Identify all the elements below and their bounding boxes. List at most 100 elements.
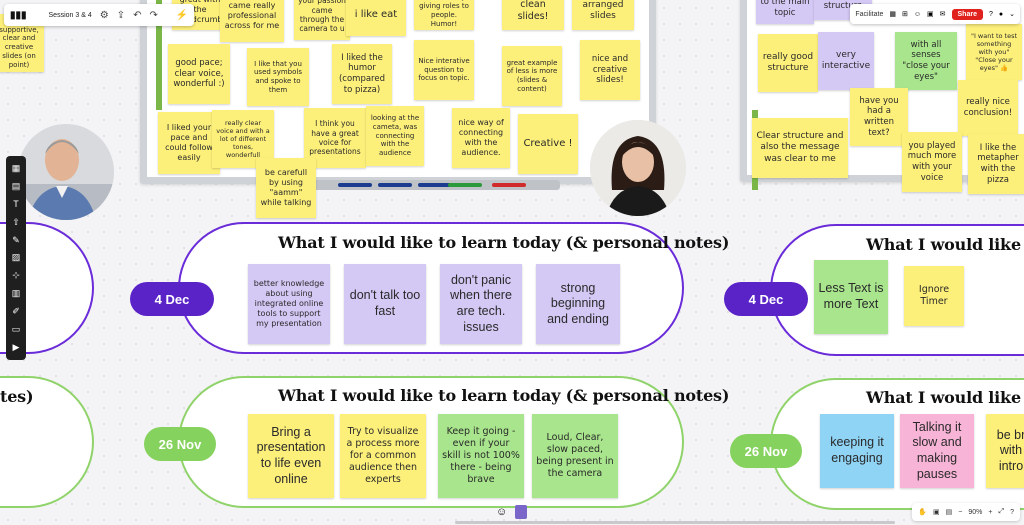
sticky-note[interactable]: to the main topic [756,0,814,24]
left-toolbar: ▦ ▤ T ⇧ ✎ ▨ ⊹ ▥ ✐ ▭ ▶ [6,156,26,360]
sticky-note[interactable]: Try to visualize a process more for a co… [340,414,426,498]
marker [338,183,372,187]
video-icon[interactable]: ▣ [927,11,934,18]
sticky-note[interactable]: very interactive [818,32,874,90]
sticky-note[interactable]: Keep it going - even if your skill is no… [438,414,524,498]
bottom-center-controls: ☺ [496,505,528,519]
date-badge-4-dec-right: 4 Dec [724,282,808,316]
sticky-note[interactable]: looking at the cameta, was connecting wi… [366,106,424,166]
bottom-right-controls: ✋ ▣ ▤ − 90% + ⤢ ? [912,503,1020,521]
sticky-note[interactable]: "I want to test something with you" "Clo… [966,24,1022,80]
sticky-note[interactable]: your passion came through the camera to … [294,0,350,40]
sticky-note[interactable]: with all senses "close your eyes" [895,32,957,90]
row-26-nov-right [770,378,1024,510]
table-icon[interactable]: ▥ [11,288,21,299]
timer-icon[interactable]: ▦ [889,11,896,18]
lightning-icon[interactable]: ⚡ [175,9,189,21]
zoom-level[interactable]: 90% [968,508,983,516]
sticky-note[interactable]: I like that you used symbols and spoke t… [247,48,309,106]
date-badge-26-nov: 26 Nov [144,427,216,461]
help-icon[interactable]: ? [988,10,993,18]
sticky-note[interactable]: Less Text is more Text [814,260,888,334]
row-title-26-nov: What I would like to learn today (& pers… [278,386,730,405]
sticky-note[interactable]: keeping it engaging [820,414,894,488]
marker [492,183,526,187]
hand-icon[interactable]: ✋ [918,509,928,516]
templates-icon[interactable]: ▦ [11,163,21,174]
sticky-note[interactable]: Ignore Timer [904,266,964,326]
apps-icon[interactable]: ⊞ [901,11,908,18]
board-view-icon[interactable]: ▣ [933,509,940,516]
sticky-note[interactable]: really nice conclusion! [958,80,1018,136]
avatar-woman-image [590,120,686,216]
minimap-icon[interactable]: ▤ [945,509,953,516]
row-4-dec-right [770,224,1024,356]
fit-screen-icon[interactable]: ⤢ [998,508,1005,515]
image-icon[interactable]: ▨ [11,252,21,263]
sticky-note[interactable]: Talking it slow and making pauses [900,414,974,488]
zoom-in-button[interactable]: + [988,508,993,516]
sticky-note[interactable]: great example of less is more (slides & … [502,46,562,106]
sticky-note-tool-icon[interactable]: ▤ [11,181,21,192]
comment-icon[interactable]: ✉ [939,11,946,18]
help-icon[interactable]: ? [1010,508,1014,516]
sticky-note[interactable]: have you had a written text? [850,88,908,146]
date-badge-26-nov-right: 26 Nov [730,434,802,468]
sticky-note[interactable]: nice way of connecting with the audience… [452,108,510,168]
chevron-down-icon[interactable]: ⌄ [1009,11,1015,18]
sticky-note[interactable]: Clear structure and also the message was… [752,118,848,178]
facilitate-button[interactable]: Facilitate [855,10,884,18]
export-icon[interactable]: ⇪ [116,9,126,21]
share-button[interactable]: Share [951,8,983,20]
marker [378,183,412,187]
avatar-man-image [18,124,114,220]
marker-icon[interactable]: ✐ [12,305,20,316]
sticky-note[interactable]: Nice interative question to focus on top… [414,40,474,100]
sticky-note[interactable]: better knowledge about using integrated … [248,264,330,344]
pen-icon[interactable]: ✎ [12,234,20,245]
undo-icon[interactable]: ↶ [133,9,142,21]
miro-logo-icon[interactable]: ▮▮▮ [10,9,27,21]
sticky-note[interactable]: be br with intro [986,414,1024,488]
sticky-note[interactable]: clean slides! [502,0,564,30]
sticky-note[interactable]: I like the metapher with the pizza [968,134,1024,194]
sticky-note[interactable]: i like eat [346,0,406,36]
sticky-note[interactable]: Creative ! [518,114,578,174]
sticky-note[interactable]: be carefull by using "aamm" while talkin… [256,158,316,218]
sticky-note[interactable]: strong beginning and ending [536,264,620,344]
sticky-note[interactable]: don't panic when there are tech. issues [440,264,522,344]
sticky-note[interactable]: really good structure [758,34,818,92]
sticky-note[interactable]: I liked the humor (compared to pizza) [332,44,392,104]
sticky-note[interactable]: I think you have a great voice for prese… [304,108,366,168]
settings-icon[interactable]: ⚙ [99,9,109,21]
redo-icon[interactable]: ↷ [149,9,158,21]
emoji-icon[interactable]: ☺ [496,506,508,518]
sticky-note[interactable]: came really professional across for me [220,0,284,42]
text-tool-icon[interactable]: T [13,199,19,210]
mindmap-icon[interactable]: ⊹ [12,270,20,281]
sticky-note[interactable]: you played much more with your voice [902,132,962,192]
top-right-toolbar: Facilitate ▦ ⊞ ☺ ▣ ✉ Share ? ● ⌄ [850,4,1020,24]
upload-icon[interactable]: ⇧ [12,216,20,227]
sticky-note[interactable]: Loud, Clear, slow paced, being present i… [532,414,618,498]
horizontal-scrollbar[interactable] [455,521,895,524]
sticky-note[interactable]: nice and creative slides! [580,40,640,100]
sticky-note[interactable]: arranged slides [572,0,634,30]
marker [448,183,482,187]
video-embed-icon[interactable]: ▶ [12,341,20,352]
sticky-note[interactable]: don't talk too fast [344,264,426,344]
zoom-out-button[interactable]: − [958,508,963,516]
sticky-note[interactable]: good pace; clear voice, wonderful :) [168,44,230,104]
frame-icon[interactable]: ▭ [11,323,21,334]
row-title-26-nov-right: What I would like to lea [866,388,1024,407]
board-title[interactable]: Session 3 & 4 [48,11,92,19]
participant-thumbnail-icon[interactable] [515,505,528,519]
sticky-note[interactable]: interaction, giving roles to people. Hum… [414,0,474,30]
marker [418,183,452,187]
row-title-4-dec-right: What I would like to lea [866,235,1024,254]
reactions-icon[interactable]: ☺ [913,10,922,18]
user-avatar[interactable]: ● [998,10,1004,18]
sticky-note[interactable]: Bring a presentation to life even online [248,414,334,498]
sticky-note[interactable]: I liked your pace and could follow easil… [158,112,220,174]
